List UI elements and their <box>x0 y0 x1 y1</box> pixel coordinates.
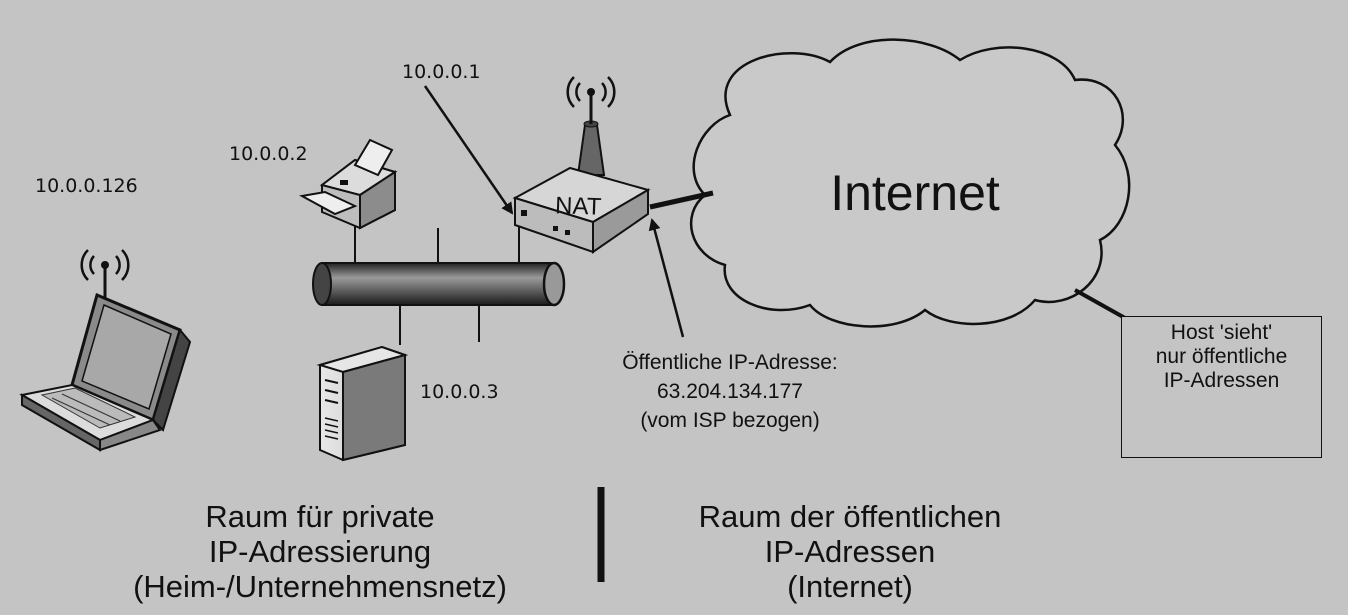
ip-printer-label: 10.0.0.2 <box>229 143 308 165</box>
host-note-box: Host 'sieht' nur öffentliche IP-Adressen <box>1121 316 1322 458</box>
zone-caption-line: IP-Adressen <box>764 534 936 569</box>
nat-label: NAT <box>555 192 602 221</box>
zone-caption-line: IP-Adressierung <box>208 534 432 569</box>
public-ip-value: 63.204.134.177 <box>657 380 803 403</box>
printer-icon <box>299 138 398 230</box>
router-ip-arrow <box>423 85 514 215</box>
server-icon <box>316 345 409 462</box>
public-zone-caption: Raum der öffentlichen IP-Adressen (Inter… <box>640 499 1060 604</box>
zone-caption-line: (Heim-/Unternehmensnetz) <box>133 569 507 604</box>
public-ip-label: Öffentliche IP-Adresse: 63.204.134.177 (… <box>560 348 900 435</box>
public-ip-arrow <box>648 218 685 338</box>
laptop-icon <box>19 249 192 452</box>
zone-caption-line: (Internet) <box>787 569 913 604</box>
host-note-line: nur öffentliche <box>1155 345 1288 368</box>
private-zone-caption: Raum für private IP-Adressierung (Heim-/… <box>90 499 550 604</box>
public-ip-title: Öffentliche IP-Adresse: <box>622 351 838 374</box>
wan-link <box>649 190 714 210</box>
public-ip-source: (vom ISP bezogen) <box>640 409 820 432</box>
ip-laptop-label: 10.0.0.126 <box>35 175 138 197</box>
nat-router: NAT <box>512 76 651 254</box>
ethernet-bus <box>312 225 566 345</box>
host-link <box>1074 288 1126 320</box>
host-note-line: IP-Adressen <box>1163 369 1280 392</box>
internet-cloud: Internet <box>689 38 1131 328</box>
ip-router-label: 10.0.0.1 <box>402 61 481 83</box>
zone-caption-line: Raum der öffentlichen <box>698 499 1002 534</box>
internet-label: Internet <box>830 165 1000 221</box>
host-note-line: Host 'sieht' <box>1170 321 1273 344</box>
ip-server-label: 10.0.0.3 <box>420 381 499 403</box>
zone-caption-line: Raum für private <box>205 499 435 534</box>
